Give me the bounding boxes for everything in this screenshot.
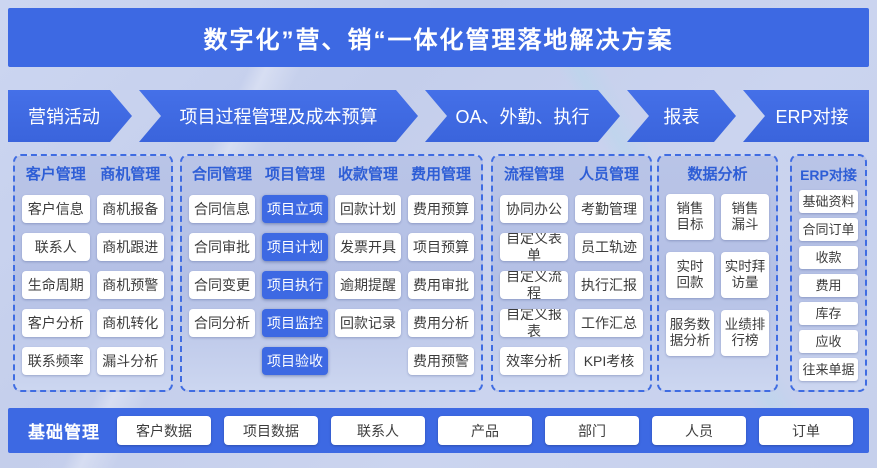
feature-chip: 收款: [799, 246, 858, 269]
feature-chip: 工作汇总: [575, 309, 643, 337]
panel-customer-management: 客户管理客户信息联系人生命周期客户分析联系频率商机管理商机报备商机跟进商机预警商…: [13, 154, 173, 392]
feature-chip: 自定义表单: [500, 233, 568, 261]
footer-bar: 基础管理 客户数据项目数据联系人产品部门人员订单: [8, 408, 869, 453]
feature-chip: 基础资料: [799, 190, 858, 213]
feature-chip: 实时 回款: [666, 252, 714, 298]
feature-column: 销售 目标实时 回款服务数 据分析: [666, 194, 714, 382]
feature-column: 客户管理客户信息联系人生命周期客户分析联系频率: [22, 165, 90, 382]
feature-chip: 合同变更: [189, 271, 255, 299]
panel-process-people-management: 流程管理协同办公自定义表单自定义流程自定义报表效率分析人员管理考勤管理员工轨迹执…: [491, 154, 652, 392]
footer-chip: 项目数据: [224, 416, 318, 445]
feature-column: 人员管理考勤管理员工轨迹执行汇报工作汇总 KPI考核: [575, 165, 643, 382]
feature-chip: 回款计划: [335, 195, 401, 223]
feature-chip: 销售 漏斗: [721, 194, 769, 240]
footer-chip: 订单: [759, 416, 853, 445]
feature-chip: 发票开具: [335, 233, 401, 261]
feature-chip: 项目监控: [262, 309, 328, 337]
footer-label: 基础管理: [28, 423, 100, 442]
process-step-arrow: 项目过程管理及成本预算: [139, 90, 418, 142]
feature-chip: 费用分析: [408, 309, 474, 337]
feature-chip: 费用预警: [408, 347, 474, 375]
feature-chip: 往来单据: [799, 358, 858, 381]
column-header: 客户管理: [25, 166, 86, 183]
feature-chip: 客户分析: [22, 309, 90, 337]
feature-chip: 应收: [799, 330, 858, 353]
panel-columns: 合同管理合同信息合同审批合同变更合同分析项目管理项目立项项目计划项目执行项目监控…: [189, 165, 474, 382]
feature-column: 项目管理项目立项项目计划项目执行项目监控项目验收: [262, 165, 328, 382]
panel-data-analysis: 数据分析销售 目标实时 回款服务数 据分析销售 漏斗实时拜 访量业绩排 行榜: [657, 154, 778, 392]
feature-column: 合同管理合同信息合同审批合同变更合同分析: [189, 165, 255, 382]
feature-chip: 库存: [799, 302, 858, 325]
feature-column: 费用管理费用预算项目预算费用审批费用分析费用预警: [408, 165, 474, 382]
footer-chip: 产品: [438, 416, 532, 445]
feature-chip: 业绩排 行榜: [721, 310, 769, 356]
feature-chip: 项目计划: [262, 233, 328, 261]
title-banner: 数字化”营、销“一体化管理落地解决方案: [8, 8, 869, 67]
column-header: 收款管理: [337, 166, 398, 183]
feature-chip: 费用预算: [408, 195, 474, 223]
footer-chip: 客户数据: [117, 416, 211, 445]
feature-chip: 合同审批: [189, 233, 255, 261]
feature-chip: 自定义报表: [500, 309, 568, 337]
panel-contract-project-management: 合同管理合同信息合同审批合同变更合同分析项目管理项目立项项目计划项目执行项目监控…: [180, 154, 483, 392]
feature-chip: 效率分析: [500, 347, 568, 375]
feature-chip: 商机预警: [96, 271, 164, 299]
process-step-arrow: 报表: [627, 90, 736, 142]
feature-chip: 商机报备: [96, 195, 164, 223]
feature-chip: 联系频率: [22, 347, 90, 375]
feature-column: 流程管理协同办公自定义表单自定义流程自定义报表效率分析: [500, 165, 568, 382]
feature-chip: 执行汇报: [575, 271, 643, 299]
column-header: 流程管理: [503, 166, 564, 183]
feature-chip: 客户信息: [22, 195, 90, 223]
feature-chip: 漏斗分析: [96, 347, 164, 375]
feature-chip: 商机跟进: [96, 233, 164, 261]
feature-chip: 合同分析: [189, 309, 255, 337]
process-step-arrow: 营销活动: [8, 90, 132, 142]
feature-chip: 销售 目标: [666, 194, 714, 240]
feature-chip: 员工轨迹: [575, 233, 643, 261]
feature-column: 商机管理商机报备商机跟进商机预警商机转化漏斗分析: [96, 165, 164, 382]
feature-chip: 服务数 据分析: [666, 310, 714, 356]
panel-erp-integration: ERP对接基础资料合同订单收款费用库存应收往来单据: [790, 154, 867, 392]
feature-column: 基础资料合同订单收款费用库存应收往来单据: [799, 190, 858, 382]
column-header: 项目管理: [264, 166, 325, 183]
panel-columns: 销售 目标实时 回款服务数 据分析销售 漏斗实时拜 访量业绩排 行榜: [666, 194, 769, 382]
feature-chip: 协同办公: [500, 195, 568, 223]
feature-chip: 商机转化: [96, 309, 164, 337]
feature-chip: 自定义流程: [500, 271, 568, 299]
page-title: 数字化”营、销“一体化管理落地解决方案: [203, 27, 674, 54]
feature-chip: 合同信息: [189, 195, 255, 223]
column-header: 费用管理: [410, 166, 471, 183]
feature-chip: 项目立项: [262, 195, 328, 223]
footer-chip: 联系人: [331, 416, 425, 445]
feature-column: 销售 漏斗实时拜 访量业绩排 行榜: [721, 194, 769, 382]
feature-chip: 生命周期: [22, 271, 90, 299]
feature-chip: KPI考核: [575, 347, 643, 375]
panel-columns: 流程管理协同办公自定义表单自定义流程自定义报表效率分析人员管理考勤管理员工轨迹执…: [500, 165, 643, 382]
footer-chip: 人员: [652, 416, 746, 445]
panel-title: ERP对接: [800, 167, 857, 183]
feature-chip: 合同订单: [799, 218, 858, 241]
feature-chip: 逾期提醒: [335, 271, 401, 299]
feature-chip: 联系人: [22, 233, 90, 261]
feature-column: 收款管理回款计划发票开具逾期提醒回款记录: [335, 165, 401, 382]
feature-chip: 项目预算: [408, 233, 474, 261]
feature-chip: 费用审批: [408, 271, 474, 299]
feature-chip: 实时拜 访量: [721, 252, 769, 298]
feature-chip: 费用: [799, 274, 858, 297]
panel-columns: 基础资料合同订单收款费用库存应收往来单据: [799, 190, 858, 382]
panel-columns: 客户管理客户信息联系人生命周期客户分析联系频率商机管理商机报备商机跟进商机预警商…: [22, 165, 164, 382]
column-header: 商机管理: [100, 166, 161, 183]
feature-chip: 考勤管理: [575, 195, 643, 223]
feature-chip: 项目执行: [262, 271, 328, 299]
column-header: 合同管理: [191, 166, 252, 183]
column-header: 人员管理: [578, 166, 639, 183]
process-step-arrow: ERP对接: [743, 90, 869, 142]
footer-chip: 部门: [545, 416, 639, 445]
feature-chip: 项目验收: [262, 347, 328, 375]
process-step-arrow: OA、外勤、执行: [425, 90, 620, 142]
panel-title: 数据分析: [687, 166, 748, 183]
feature-chip: 回款记录: [335, 309, 401, 337]
